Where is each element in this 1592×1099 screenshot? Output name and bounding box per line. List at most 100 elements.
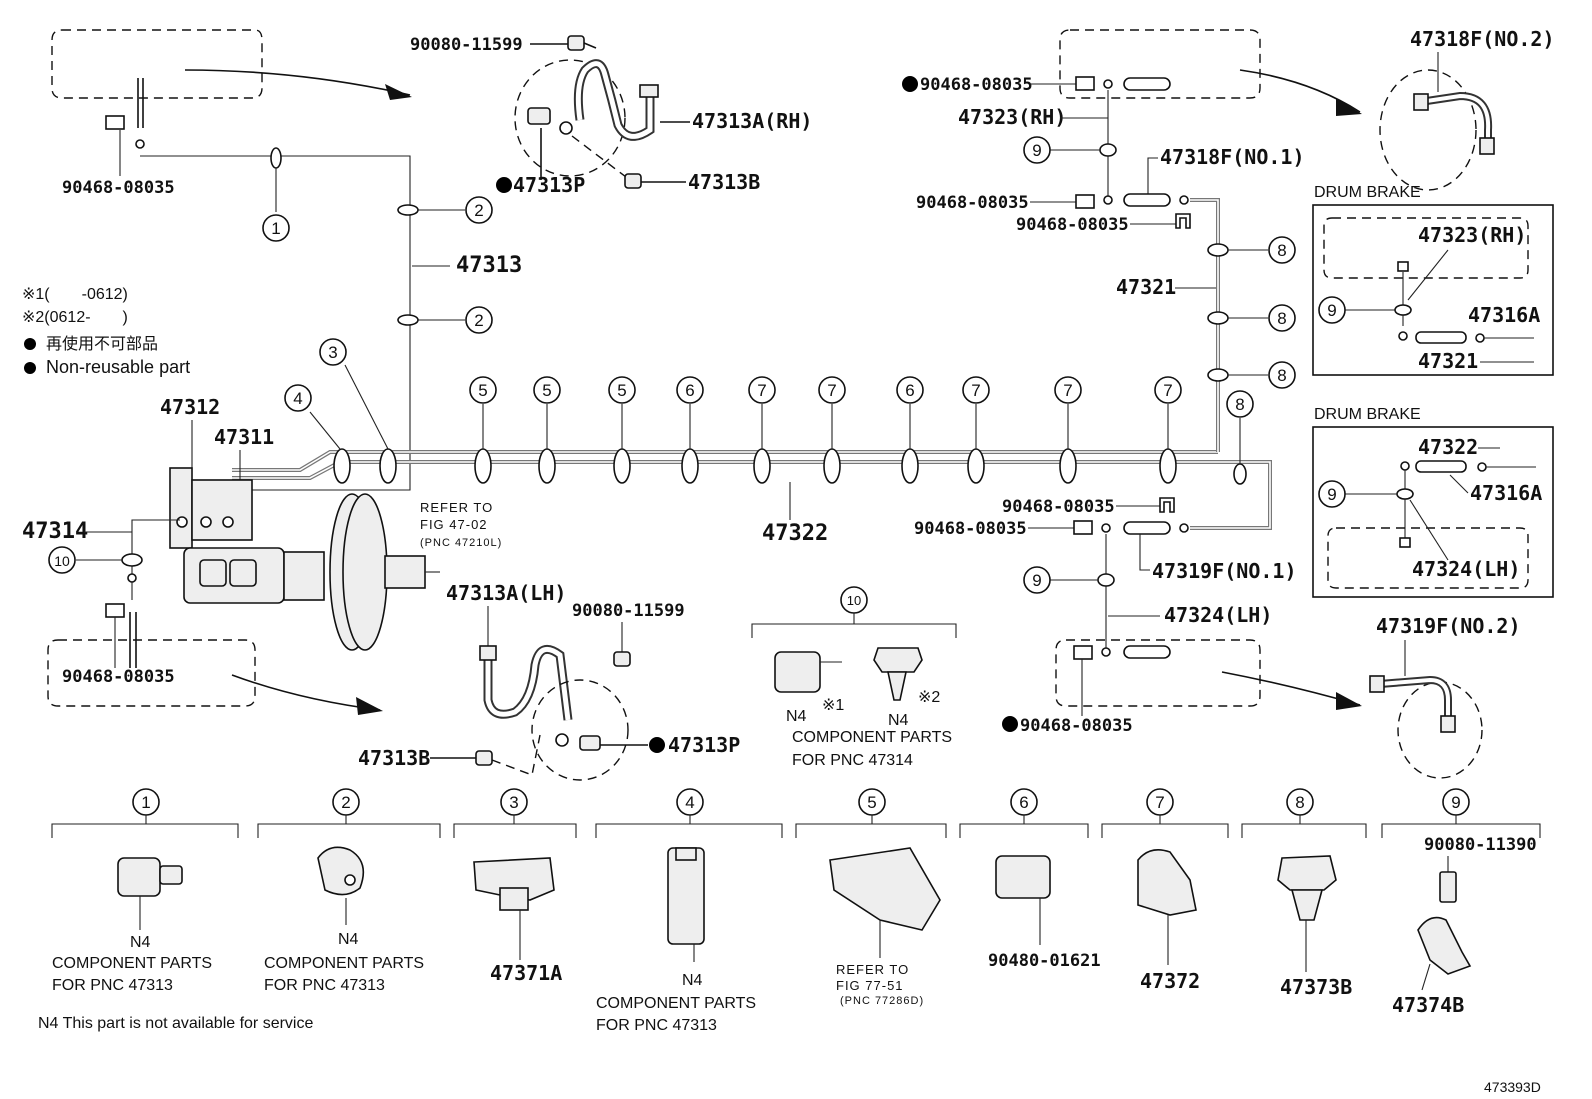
svg-text:再使用不可部品: 再使用不可部品: [46, 335, 158, 353]
svg-text:9: 9: [1451, 793, 1460, 812]
svg-text:8: 8: [1277, 366, 1286, 385]
callout-2-lower: [465, 306, 493, 334]
main-pipe-callouts: 4 3 5 5 5 6 7 7 6 7 7 7 8: [284, 338, 1254, 464]
svg-text:※2(0612- ): ※2(0612- ): [22, 309, 128, 326]
part-number: 47318F(NO.2): [1410, 27, 1555, 51]
svg-text:COMPONENT PARTS: COMPONENT PARTS: [596, 995, 756, 1012]
clip-1: [270, 147, 282, 169]
part-number: 47318F(NO.1): [1160, 145, 1305, 169]
top-right-detail: 90468-08035 47318F(NO.2): [902, 27, 1555, 191]
svg-text:1: 1: [141, 793, 150, 812]
svg-text:4: 4: [685, 793, 694, 812]
non-reusable-mark: [649, 737, 665, 753]
bolt-icon: [475, 750, 493, 766]
clip-2-upper: [397, 204, 419, 216]
callout-3: [319, 338, 347, 366]
part-number: 90468-08035: [1002, 497, 1115, 517]
valve-body: [169, 467, 193, 549]
svg-text:10: 10: [847, 593, 861, 608]
svg-text:9: 9: [1032, 141, 1041, 160]
callout-1: [262, 214, 290, 242]
clip-6-icon: [995, 855, 1051, 899]
part-number: 47313P: [668, 733, 740, 757]
arrow-head-icon: [1336, 98, 1362, 116]
clip-icon: [527, 107, 551, 125]
svg-text:5: 5: [542, 381, 551, 400]
part-number: 47313B: [358, 746, 430, 770]
part-number: 47323(RH): [958, 105, 1066, 129]
part-number: 90080-11599: [410, 35, 523, 55]
part-number: 47319F(NO.1): [1152, 559, 1297, 583]
svg-text:N4: N4: [786, 708, 807, 725]
part-number: 47311: [214, 425, 274, 449]
clip-icon: [579, 735, 601, 751]
svg-text:9: 9: [1327, 301, 1336, 320]
svg-text:9: 9: [1327, 485, 1336, 504]
part-number: 47313A(RH): [692, 109, 812, 133]
fitting-icon: [1440, 715, 1456, 733]
svg-text:Non-reusable part: Non-reusable part: [46, 357, 190, 377]
non-reusable-mark: [496, 177, 512, 193]
fitting-icon: [479, 645, 497, 661]
svg-text:7: 7: [1155, 793, 1164, 812]
drum-brake-box-1: DRUM BRAKE 47323(RH) 9 47316A 47321: [1312, 184, 1554, 376]
fitting-icon: [1369, 675, 1385, 693]
svg-text:N4: N4: [338, 931, 359, 948]
svg-text:FOR PNC 47313: FOR PNC 47313: [52, 977, 173, 994]
main-pipe-clips: [333, 448, 1247, 485]
master-cylinder-assembly: 47312 47311 REFER TO FIG 47-02 (PNC 4721…: [160, 395, 502, 651]
legend: ※1( -0612) ※2(0612- ) 再使用不可部品 Non-reusab…: [22, 286, 190, 377]
svg-text:47324(LH): 47324(LH): [1412, 557, 1520, 581]
svg-text:5: 5: [867, 793, 876, 812]
non-reusable-mark: [1002, 716, 1018, 732]
svg-text:8: 8: [1295, 793, 1304, 812]
svg-text:1: 1: [271, 219, 280, 238]
footnote: N4 This part is not available for servic…: [38, 1015, 313, 1032]
part-number: 90468-08035: [914, 519, 1027, 539]
part-number: 90468-08035: [1020, 716, 1133, 736]
svg-text:47372: 47372: [1140, 969, 1200, 993]
svg-text:2: 2: [341, 793, 350, 812]
fitting-icon: [1479, 137, 1495, 155]
clip-9: [1097, 573, 1115, 587]
svg-text:FIG 47-02: FIG 47-02: [420, 517, 488, 532]
part-number: 90080-11599: [572, 601, 685, 621]
svg-text:6: 6: [905, 381, 914, 400]
svg-text:FOR PNC 47314: FOR PNC 47314: [792, 752, 913, 769]
arrow-head-icon: [356, 697, 383, 715]
svg-text:※2: ※2: [918, 689, 940, 706]
part-number: 47324(LH): [1164, 603, 1272, 627]
clip-9-bracket-icon: [1417, 916, 1472, 975]
svg-text:47371A: 47371A: [490, 961, 562, 985]
part-number: 47312: [160, 395, 220, 419]
svg-text:DRUM BRAKE: DRUM BRAKE: [1314, 406, 1421, 423]
svg-text:REFER TO: REFER TO: [836, 962, 909, 977]
clip-7-icon: [1137, 849, 1197, 916]
clip-2-icon: [317, 846, 365, 896]
part-number: 90468-08035: [62, 178, 175, 198]
svg-text:N4: N4: [888, 712, 909, 729]
clip-10-type2-icon: [873, 647, 923, 673]
svg-text:(PNC 47210L): (PNC 47210L): [420, 537, 502, 549]
svg-text:90480-01621: 90480-01621: [988, 951, 1101, 971]
svg-text:10: 10: [54, 553, 70, 569]
svg-text:N4: N4: [130, 934, 151, 951]
svg-text:FOR PNC 47313: FOR PNC 47313: [596, 1017, 717, 1034]
svg-text:47374B: 47374B: [1392, 993, 1464, 1017]
svg-text:6: 6: [685, 381, 694, 400]
non-reusable-mark: [24, 338, 36, 350]
bolt-icon: [613, 651, 631, 667]
part-number: 47313B: [688, 170, 760, 194]
part-number: 47313: [456, 253, 522, 278]
svg-text:47373B: 47373B: [1280, 975, 1352, 999]
clip-3-icon: [473, 857, 555, 901]
svg-text:9: 9: [1032, 571, 1041, 590]
callout-10: [48, 546, 76, 574]
svg-text:47322: 47322: [1418, 435, 1478, 459]
clip-2-lower: [397, 314, 419, 326]
top-left-detail: 90468-08035: [51, 29, 412, 198]
svg-text:2: 2: [474, 311, 483, 330]
hose-assembly-rh: 90080-11599 47313A(RH) 47313P 47313B: [410, 35, 812, 197]
clip-4-icon: [667, 847, 705, 945]
